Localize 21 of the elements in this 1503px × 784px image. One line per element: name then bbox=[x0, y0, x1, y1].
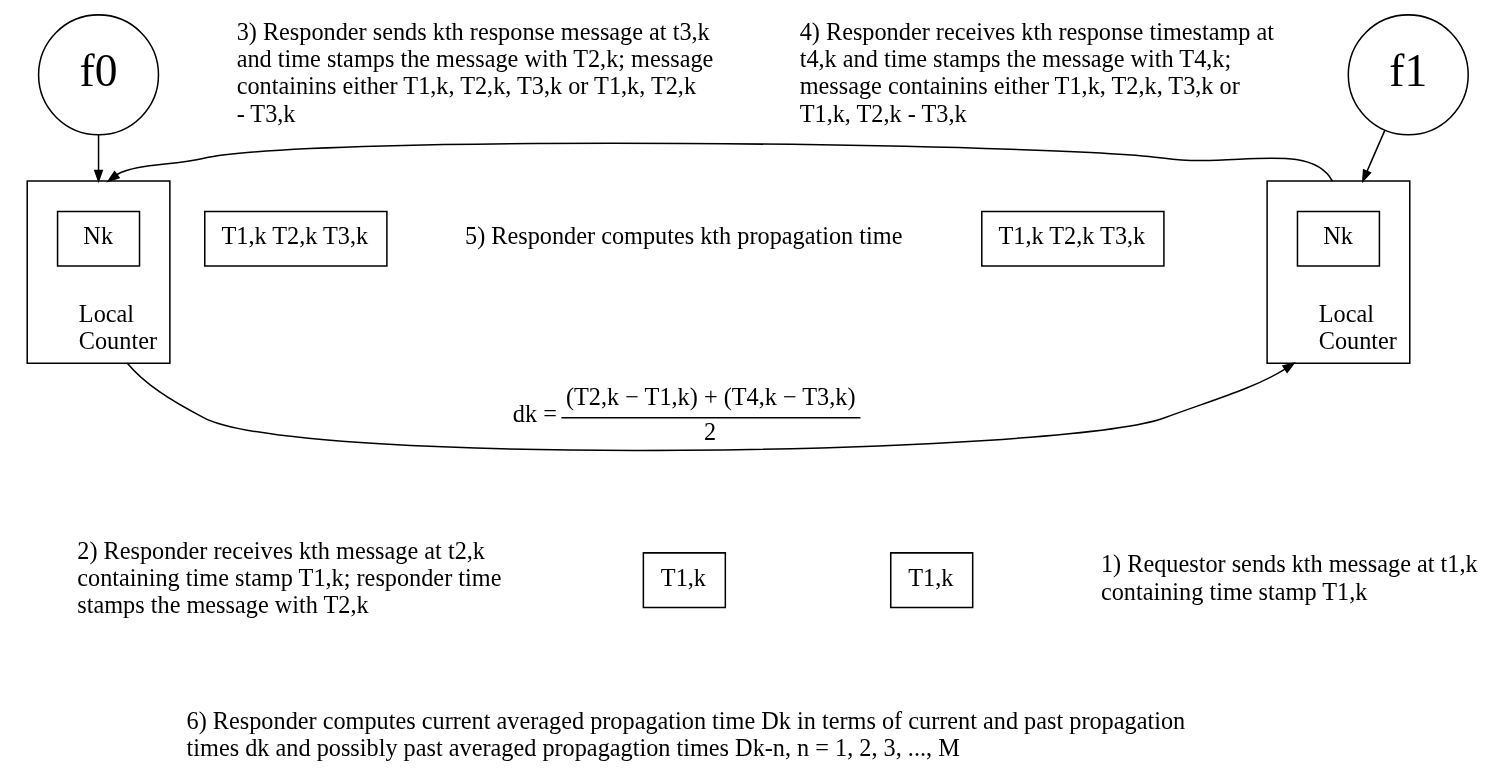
label: 6) Responder computes current averaged propagation time Dk in terms of current and past propagation times dk and possibly past averaged propagagtion times Dk-n, n = 1, 2, 3, ..., M bbox=[186, 706, 1186, 761]
arrow bbox=[1361, 129, 1386, 184]
node-circle: f1 bbox=[1347, 14, 1469, 136]
arrow bbox=[106, 142, 1334, 183]
node-box: Nk bbox=[1296, 210, 1381, 267]
label: 2) Responder receives kth message at t2,k containing time stamp T1,k; responder time stamps the message with T2,k bbox=[77, 536, 502, 619]
label: 5) Responder computes kth propagation time bbox=[465, 222, 903, 250]
arrow bbox=[126, 361, 1296, 451]
label: dk = bbox=[512, 400, 557, 428]
label: 3) Responder sends kth response message at t3,k and time stamps the message with T2,k; message containins either T1,k, T2,k, T3,k or T1,k, T2,k - T3,k bbox=[236, 17, 714, 127]
node-box: T1,k bbox=[642, 552, 727, 609]
label: 2 bbox=[704, 418, 717, 446]
label: (T2,k − T1,k) + (T4,k − T3,k) bbox=[565, 383, 856, 411]
node-box: Nk bbox=[56, 210, 141, 267]
label: 4) Responder receives kth response timestamp at t4,k and time stamps the message with T4,k; message containins either T1,k, T2,k, T3,k or T1,k, T2,k - T3,k bbox=[799, 17, 1275, 127]
node-circle: f0 bbox=[37, 14, 160, 136]
label: 1) Requestor sends kth message at t1,k containing time stamp T1,k bbox=[1100, 550, 1478, 605]
node-box: T1,k bbox=[890, 552, 974, 609]
node-box: T1,k T2,k T3,k bbox=[204, 210, 388, 267]
node-box: T1,k T2,k T3,k bbox=[981, 210, 1165, 267]
arrow bbox=[93, 134, 104, 184]
